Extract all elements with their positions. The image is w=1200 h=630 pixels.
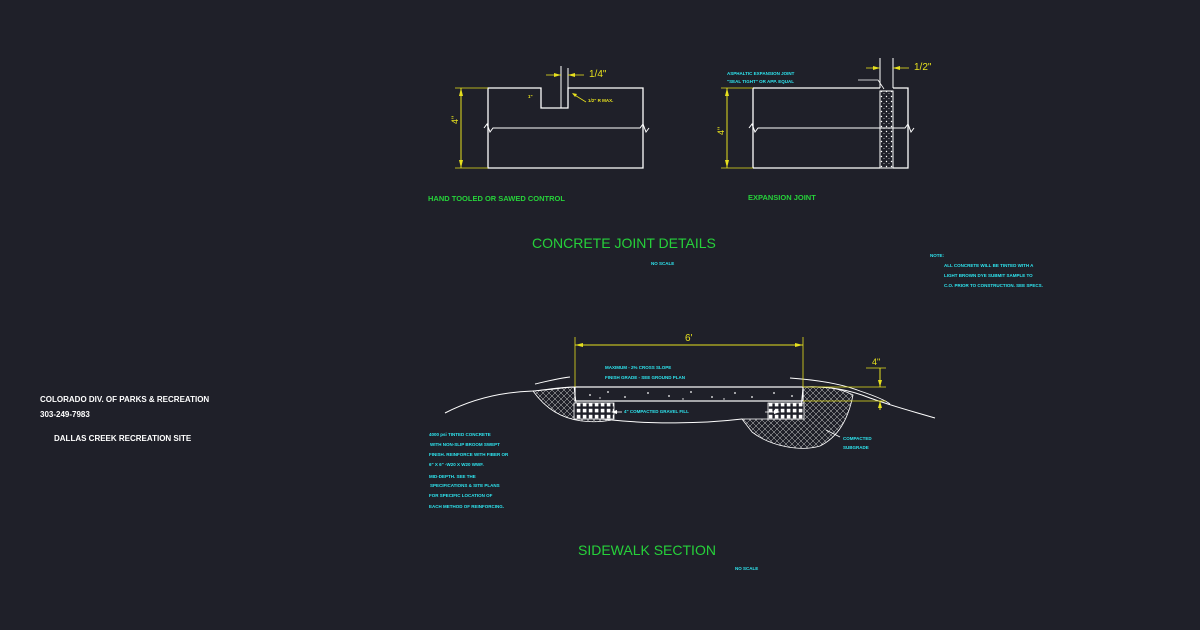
control-joint-detail bbox=[455, 66, 650, 169]
expansion-joint-detail bbox=[721, 58, 915, 169]
concrete-note-line: FOR SPECIFIC LOCATION OF bbox=[429, 493, 493, 498]
expansion-joint-slab-right bbox=[893, 87, 909, 169]
note-line-2: LIGHT BROWN DYE SUBMIT SAMPLE TO bbox=[944, 273, 1033, 278]
subgrade-note-line2: SUBGRADE bbox=[843, 445, 869, 450]
joint-details-scale: NO SCALE bbox=[651, 261, 675, 266]
note-line-3: C.O. PRIOR TO CONSTRUCTION. SEE SPECS. bbox=[944, 283, 1043, 288]
concrete-note-line: WITH NON-SLIP BROOM SWEPT bbox=[430, 442, 500, 447]
note-line-1: ALL CONCRETE WILL BE TINTED WITH A bbox=[944, 263, 1034, 268]
slope-note: MAXIMUM - 2% CROSS SLOPE bbox=[605, 365, 672, 370]
concrete-note-line: FINISH. REINFORCE WITH FIBER OR bbox=[429, 452, 509, 457]
sidewalk-section-title: SIDEWALK SECTION bbox=[578, 542, 716, 558]
expansion-joint-depth-label: 4" bbox=[716, 126, 726, 135]
expansion-joint-note-line1: ASPHALTIC EXPANSION JOINT bbox=[727, 71, 795, 76]
control-joint-depth-note: 1" bbox=[528, 94, 533, 99]
gravel-note: 4" COMPACTED GRAVEL FILL bbox=[624, 409, 689, 414]
expansion-joint-filler bbox=[879, 90, 894, 169]
control-joint-depth-label: 4" bbox=[450, 115, 460, 124]
control-joint-radius-note: 1/2" R MAX. bbox=[588, 98, 614, 103]
expansion-joint-caption: EXPANSION JOINT bbox=[748, 193, 816, 202]
sidewalk-slab bbox=[574, 386, 804, 402]
site-name: DALLAS CREEK RECREATION SITE bbox=[54, 434, 192, 443]
concrete-note-line: SPECIFICATIONS & SITE PLANS bbox=[430, 483, 500, 488]
finish-grade-right bbox=[802, 386, 936, 419]
concrete-note-line: 6" X 6" -W20 X W20 WWF. bbox=[429, 462, 484, 467]
finish-grade-left bbox=[444, 386, 576, 414]
gravel-fill-right bbox=[767, 402, 805, 420]
agency-name: COLORADO DIV. OF PARKS & RECREATION bbox=[40, 395, 210, 404]
agency-phone: 303-249-7983 bbox=[40, 410, 90, 419]
note-heading: NOTE: bbox=[930, 253, 944, 258]
expansion-joint-note-line2: "SEAL TIGHT" OR APP. EQUAL bbox=[727, 79, 794, 84]
joint-details-title: CONCRETE JOINT DETAILS bbox=[532, 235, 716, 251]
expansion-joint-width-label: 1/2" bbox=[914, 62, 932, 73]
control-joint-caption: HAND TOOLED OR SAWED CONTROL bbox=[428, 194, 565, 203]
gravel-fill-left bbox=[573, 402, 615, 420]
sidewalk-section-detail bbox=[444, 337, 936, 449]
subgrade-note-line1: COMPACTED bbox=[843, 436, 872, 441]
sidewalk-width-label: 6' bbox=[685, 333, 693, 344]
grade-note: FINISH GRADE - SEE GROUND PLAN bbox=[605, 375, 686, 380]
subgrade-left-hatch bbox=[532, 386, 613, 423]
control-joint-width-label: 1/4" bbox=[589, 69, 607, 80]
control-joint-break-line bbox=[483, 122, 650, 134]
sidewalk-section-scale: NO SCALE bbox=[735, 566, 759, 571]
concrete-note-line: MID-DEPTH. SEE THE bbox=[429, 474, 476, 479]
sidewalk-thickness-label: 4" bbox=[872, 357, 881, 367]
concrete-note-line: EACH METHOD OF REINFORCING. bbox=[429, 504, 504, 509]
concrete-note-line: 4000 psi TINTED CONCRETE bbox=[429, 432, 491, 437]
